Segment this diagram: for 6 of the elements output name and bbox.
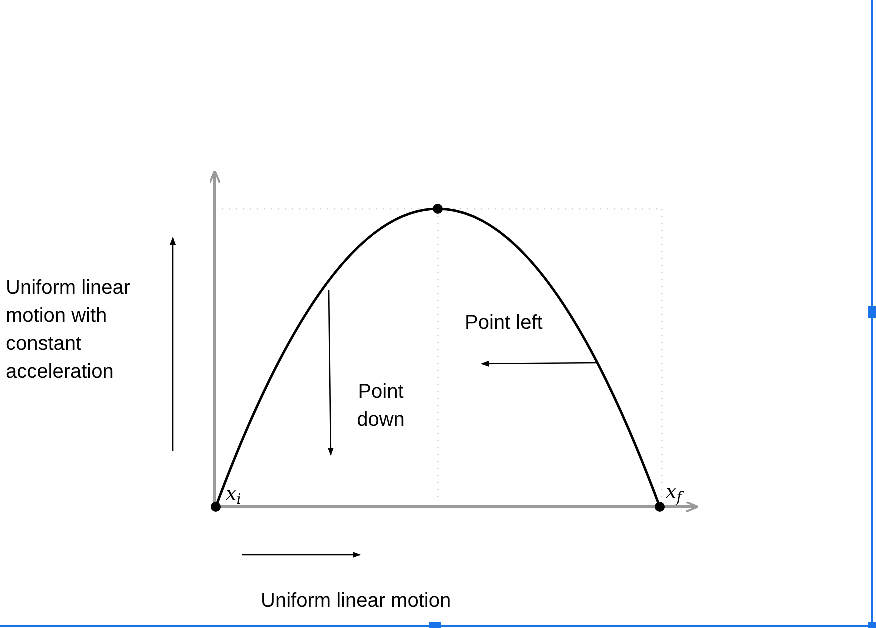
axis-caption: Uniform linear motion <box>261 589 452 614</box>
point-label: x$_{i}$ <box>226 482 242 508</box>
direction-label: Point down <box>356 380 406 433</box>
direction-label: Point left <box>465 311 543 336</box>
axis-caption: Uniform linear motion with constant acceleration <box>6 276 132 385</box>
point-label: x$_{f}$ <box>666 478 682 506</box>
